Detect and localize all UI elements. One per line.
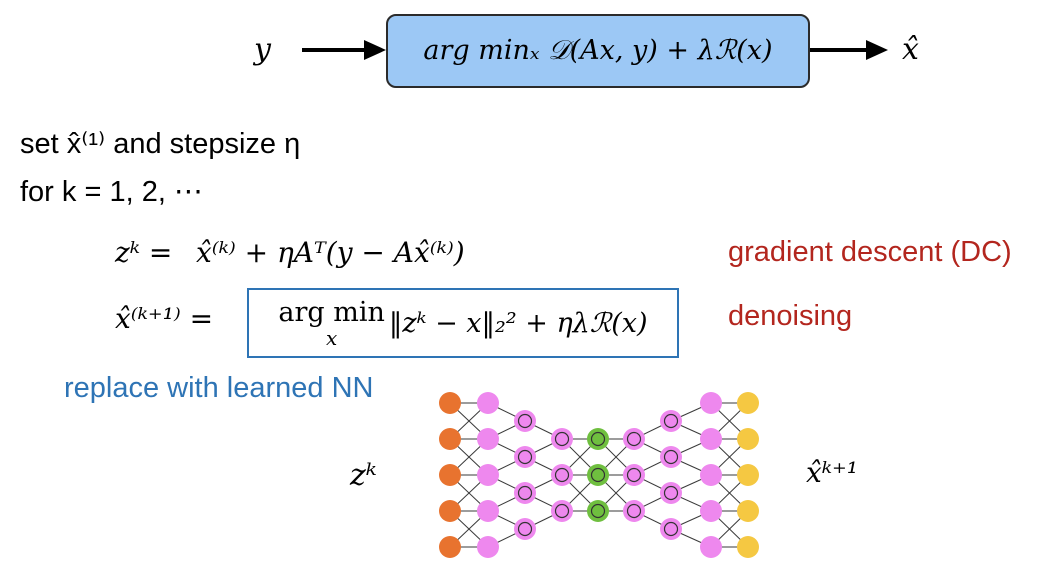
nn-node-ring: [663, 521, 679, 537]
step1-rhs: x̂⁽ᵏ⁾ + ηAᵀ(y − Ax̂⁽ᵏ⁾): [196, 236, 465, 269]
nn-node-ring: [626, 503, 642, 519]
nn-bottleneck-node: [587, 428, 609, 450]
nn-node-ring: [663, 449, 679, 465]
output-arrow: [810, 40, 888, 60]
nn-hidden-node: [551, 428, 573, 450]
gradient-descent-label: gradient descent (DC): [728, 236, 1012, 268]
nn-hidden-node: [477, 392, 499, 414]
nn-node-ring: [554, 431, 570, 447]
output-xhat: x̂: [902, 32, 919, 67]
nn-node-ring: [554, 503, 570, 519]
nn-hidden-node: [514, 410, 536, 432]
nn-hidden-node: [700, 428, 722, 450]
nn-hidden-node: [623, 500, 645, 522]
nn-input-node: [439, 536, 461, 558]
nn-output-node: [737, 464, 759, 486]
denoise-objective: ‖zᵏ − x‖₂² + ηλℛ(x): [388, 307, 648, 339]
nn-node-ring: [663, 485, 679, 501]
denoise-box: arg min x ‖zᵏ − x‖₂² + ηλℛ(x): [247, 288, 679, 358]
argmin: arg min x: [278, 299, 385, 348]
replace-note: replace with learned NN: [64, 372, 374, 404]
nn-input-label: zᵏ: [350, 458, 377, 493]
nn-hidden-node: [623, 464, 645, 486]
nn-hidden-node: [477, 500, 499, 522]
init-line: set x̂⁽¹⁾ and stepsize η: [20, 128, 301, 160]
nn-hidden-node: [477, 536, 499, 558]
nn-hidden-node: [660, 410, 682, 432]
nn-node-ring: [590, 503, 606, 519]
nn-input-node: [439, 428, 461, 450]
nn-node-ring: [517, 449, 533, 465]
nn-input-node: [439, 464, 461, 486]
nn-node-ring: [663, 413, 679, 429]
nn-hidden-node: [660, 482, 682, 504]
nn-bottleneck-node: [587, 464, 609, 486]
nn-hidden-node: [700, 392, 722, 414]
nn-hidden-node: [514, 446, 536, 468]
nn-output-node: [737, 428, 759, 450]
nn-node-ring: [517, 521, 533, 537]
nn-hidden-node: [700, 536, 722, 558]
input-arrow: [302, 40, 386, 60]
neural-network-diagram: [439, 392, 759, 558]
denoising-label: denoising: [728, 300, 853, 332]
input-y: y: [254, 32, 271, 67]
nn-hidden-node: [660, 446, 682, 468]
nn-hidden-node: [700, 500, 722, 522]
nn-node-ring: [590, 467, 606, 483]
nn-hidden-node: [551, 464, 573, 486]
nn-output-node: [737, 392, 759, 414]
nn-bottleneck-node: [587, 500, 609, 522]
nn-input-node: [439, 392, 461, 414]
nn-node-ring: [554, 467, 570, 483]
argmin-sub: x: [326, 325, 338, 350]
nn-hidden-node: [477, 428, 499, 450]
nn-node-ring: [517, 413, 533, 429]
nn-node-ring: [517, 485, 533, 501]
nn-hidden-node: [660, 518, 682, 540]
nn-output-node: [737, 500, 759, 522]
nn-node-ring: [590, 431, 606, 447]
step1-lhs: zᵏ =: [115, 236, 173, 269]
nn-hidden-node: [514, 482, 536, 504]
nn-output-node: [737, 536, 759, 558]
nn-hidden-node: [623, 428, 645, 450]
nn-input-node: [439, 500, 461, 522]
nn-hidden-node: [477, 464, 499, 486]
objective-box: arg minₓ 𝒟(Ax, y) + λℛ(x): [386, 14, 810, 88]
nn-output-label: x̂ᵏ⁺¹: [806, 456, 859, 489]
nn-node-ring: [626, 431, 642, 447]
nn-hidden-node: [551, 500, 573, 522]
argmin-top: arg min: [278, 296, 385, 328]
nn-hidden-node: [700, 464, 722, 486]
nn-node-ring: [626, 467, 642, 483]
nn-nodes: [439, 392, 759, 558]
step2-lhs: x̂⁽ᵏ⁺¹⁾ =: [115, 302, 214, 335]
nn-hidden-node: [514, 518, 536, 540]
loop-line: for k = 1, 2, ⋯: [20, 176, 203, 208]
